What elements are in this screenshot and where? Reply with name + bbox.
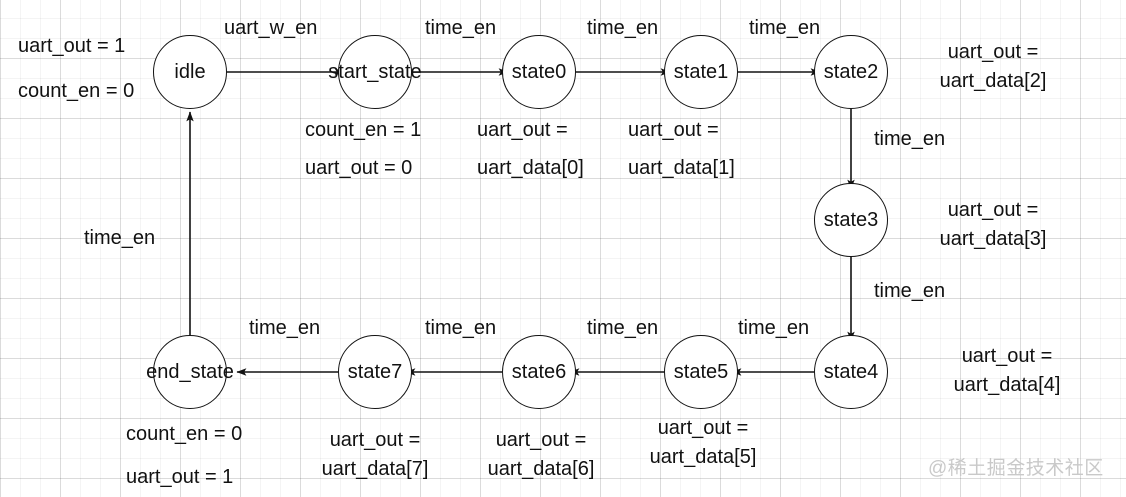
state-node-start-state[interactable]: start_state [328, 35, 422, 109]
state-node-state2-label: state2 [823, 61, 879, 83]
state-node-state7-label: state7 [347, 361, 403, 383]
state-node-state4[interactable]: state4 [814, 335, 888, 409]
state-node-state5-label: state5 [673, 361, 729, 383]
io-line: uart_data[2] [939, 70, 1047, 92]
edge-label-idle-to-start-state: uart_w_en [224, 17, 318, 39]
state-node-state1-label: state1 [673, 61, 729, 83]
io-label-state2-outputs: uart_out = uart_data[2] [928, 40, 1058, 94]
io-line: uart_data[0] [477, 157, 584, 179]
state-node-state0[interactable]: state0 [502, 35, 576, 109]
edge-label-state0-to-state1: time_en [587, 17, 659, 39]
state-node-idle-label: idle [174, 61, 206, 83]
state-node-end-state-label: end_state [146, 361, 234, 383]
io-label-state0-outputs: uart_out = uart_data[0] [477, 118, 584, 181]
state-node-start-state-label: start_state [328, 61, 422, 83]
io-line: uart_out = [628, 119, 719, 141]
io-line: uart_out = [477, 119, 568, 141]
edge-label-state7-to-end-state: time_en [249, 317, 321, 339]
io-line: uart_data[4] [953, 374, 1061, 396]
state-node-state7[interactable]: state7 [338, 335, 412, 409]
io-line: uart_out = [495, 429, 587, 451]
io-line: uart_out = [329, 429, 421, 451]
state-node-end-state[interactable]: end_state [146, 335, 234, 409]
io-line: uart_out = [961, 345, 1053, 367]
state-node-state4-label: state4 [823, 361, 879, 383]
io-label-state6-outputs: uart_out = uart_data[6] [476, 428, 606, 482]
state-node-state2[interactable]: state2 [814, 35, 888, 109]
io-line: uart_data[1] [628, 157, 735, 179]
edge-label-state5-to-state6: time_en [587, 317, 659, 339]
io-label-state4-outputs: uart_out = uart_data[4] [942, 344, 1072, 398]
io-label-state7-outputs: uart_out = uart_data[7] [310, 428, 440, 482]
io-line: uart_out = [657, 417, 749, 439]
edge-label-start-state-to-state0: time_en [425, 17, 497, 39]
io-line: count_en = 0 [18, 80, 135, 102]
state-node-state3[interactable]: state3 [814, 183, 888, 257]
state-node-state5[interactable]: state5 [664, 335, 738, 409]
io-line: uart_out = 1 [18, 35, 126, 57]
io-label-end-state-outputs: count_en = 0 uart_out = 1 [126, 422, 242, 490]
state-node-state1[interactable]: state1 [664, 35, 738, 109]
io-label-state1-outputs: uart_out = uart_data[1] [628, 118, 735, 181]
io-line: uart_data[6] [487, 458, 595, 480]
edge-label-state3-to-state4: time_en [874, 280, 946, 302]
io-line: uart_data[5] [649, 446, 757, 468]
edge-label-state1-to-state2: time_en [749, 17, 821, 39]
io-line: uart_out = 1 [126, 466, 234, 488]
io-label-idle-outputs: uart_out = 1 count_en = 0 [18, 34, 134, 104]
io-line: uart_out = [947, 199, 1039, 221]
edge-label-state6-to-state7: time_en [425, 317, 497, 339]
io-line: uart_out = [947, 41, 1039, 63]
io-line: count_en = 1 [305, 119, 422, 141]
edge-label-end-state-to-idle: time_en [84, 227, 156, 249]
io-label-state3-outputs: uart_out = uart_data[3] [928, 198, 1058, 252]
state-node-state6[interactable]: state6 [502, 335, 576, 409]
watermark: @稀土掘金技术社区 [928, 458, 1104, 479]
state-node-idle[interactable]: idle [153, 35, 227, 109]
io-label-state5-outputs: uart_out = uart_data[5] [638, 416, 768, 470]
io-line: uart_data[7] [321, 458, 429, 480]
edge-label-state4-to-state5: time_en [738, 317, 810, 339]
io-line: uart_out = 0 [305, 157, 413, 179]
state-node-state6-label: state6 [511, 361, 567, 383]
io-line: uart_data[3] [939, 228, 1047, 250]
edge-label-state2-to-state3: time_en [874, 128, 946, 150]
io-label-start-state-outputs: count_en = 1 uart_out = 0 [305, 118, 421, 181]
state-node-state0-label: state0 [511, 61, 567, 83]
io-line: count_en = 0 [126, 423, 243, 445]
state-node-state3-label: state3 [823, 209, 879, 231]
